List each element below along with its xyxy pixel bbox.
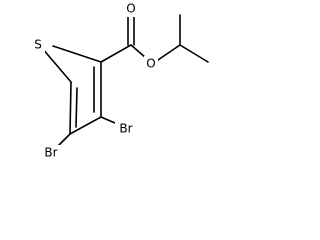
bond-c2-ccarbonyl: [100, 44, 132, 63]
atom-label-br-4: Br: [44, 146, 57, 160]
structure-diagram: S O O Br Br: [0, 0, 216, 162]
bond-ccarbonyl-oester: [130, 44, 147, 59]
atom-label-o-carbonyl: O: [126, 2, 135, 16]
bond-c3-c4: [69, 116, 102, 135]
molecule-drawing: S O O Br Br: [31, 1, 209, 161]
bond-c4-c5: [69, 81, 72, 135]
bond-c4-c5-inner: [75, 87, 78, 128]
bond-oester-ch: [154, 44, 181, 63]
atom-label-o-ester: O: [146, 57, 155, 71]
bond-c4-br: [57, 133, 71, 147]
bond-s-c2: [52, 45, 102, 63]
atom-label-br-3: Br: [119, 122, 132, 136]
atom-label-s: S: [34, 38, 42, 52]
bond-ch-ch3-right: [179, 44, 209, 63]
bond-s-c5: [41, 47, 72, 83]
